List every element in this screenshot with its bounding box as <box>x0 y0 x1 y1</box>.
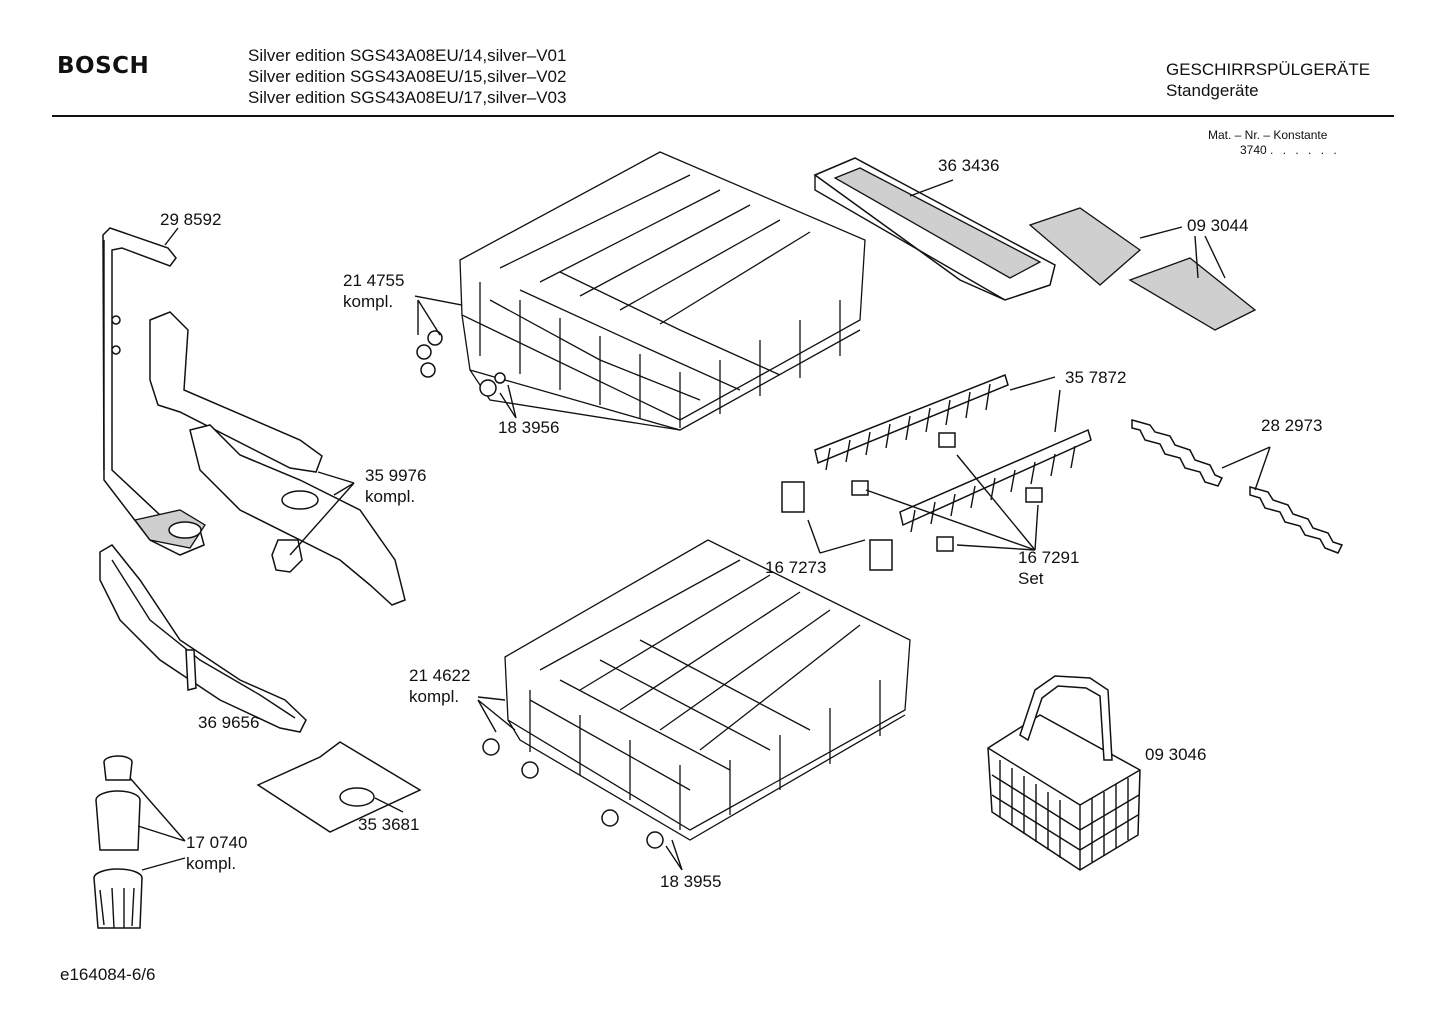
part-number: 21 4755 <box>343 271 405 290</box>
part-number: 17 0740 <box>186 833 248 852</box>
category-block: GESCHIRRSPÜLGERÄTE Standgeräte <box>1166 59 1370 101</box>
model-line: Silver edition SGS43A08EU/15,silver–V02 <box>248 67 567 86</box>
part-label: 09 3044 <box>1187 215 1248 236</box>
part-number: 16 7291 <box>1018 548 1080 567</box>
part-label: 16 7273 <box>765 557 826 578</box>
part-note: kompl. <box>409 687 460 706</box>
lower-spray-arm-drawing <box>99 544 307 733</box>
part-label: 35 3681 <box>358 814 419 835</box>
brand-logo: BOSCH <box>57 53 150 79</box>
step-rack-drawing <box>1131 419 1344 554</box>
part-label: 35 7872 <box>1065 367 1126 388</box>
filter-assembly-drawing <box>93 755 143 929</box>
part-label: 21 4755 kompl. <box>343 270 404 312</box>
cutlery-basket-drawing <box>987 675 1141 871</box>
part-number: 29 8592 <box>160 210 222 229</box>
part-number: 28 2973 <box>1261 416 1323 435</box>
part-note: kompl. <box>365 487 416 506</box>
category-title: GESCHIRRSPÜLGERÄTE <box>1166 60 1371 79</box>
part-note: kompl. <box>186 854 237 873</box>
upper-basket-drawing <box>416 151 866 431</box>
part-label: 36 3436 <box>938 155 999 176</box>
part-number: 18 3956 <box>498 418 560 437</box>
leader-lines <box>129 179 1271 871</box>
lower-basket-drawing <box>482 539 911 849</box>
part-label: 28 2973 <box>1261 415 1322 436</box>
part-number: 36 9656 <box>198 713 260 732</box>
filter-plate-drawing <box>256 741 422 833</box>
part-label: 17 0740 kompl. <box>186 832 247 874</box>
part-label: 18 3955 <box>660 871 721 892</box>
part-number: 35 9976 <box>365 466 427 485</box>
spray-supply-pipe-drawing <box>102 227 206 556</box>
material-constant-title: Mat. – Nr. – Konstante <box>1208 128 1328 142</box>
drawing-id: e164084-6/6 <box>60 965 156 984</box>
header-divider <box>52 115 1394 117</box>
spike-rows-drawing <box>814 374 1092 533</box>
model-list: Silver edition SGS43A08EU/14,silver–V01 … <box>248 45 566 108</box>
part-label: 21 4622 kompl. <box>409 665 470 707</box>
material-constant-value: 3740 <box>1240 143 1267 157</box>
part-note: Set <box>1018 569 1044 588</box>
model-line: Silver edition SGS43A08EU/14,silver–V01 <box>248 46 567 65</box>
part-number: 35 7872 <box>1065 368 1127 387</box>
part-number: 36 3436 <box>938 156 1000 175</box>
model-line: Silver edition SGS43A08EU/17,silver–V03 <box>248 88 567 107</box>
category-subtitle: Standgeräte <box>1166 81 1259 100</box>
upper-spray-arm-drawing <box>149 311 406 606</box>
material-constant-dots: . . . . . . <box>1270 143 1340 157</box>
part-number: 21 4622 <box>409 666 471 685</box>
part-number: 09 3046 <box>1145 745 1207 764</box>
part-note: kompl. <box>343 292 394 311</box>
part-number: 18 3955 <box>660 872 722 891</box>
part-number: 09 3044 <box>1187 216 1249 235</box>
part-label: 09 3046 <box>1145 744 1206 765</box>
part-label: 16 7291 Set <box>1018 547 1079 589</box>
part-label: 18 3956 <box>498 417 559 438</box>
material-constant-value-row: 3740 . . . . . . <box>1208 143 1340 158</box>
part-number: 16 7273 <box>765 558 827 577</box>
material-constant: Mat. – Nr. – Konstante 3740 . . . . . . <box>1208 128 1340 158</box>
cup-shelf-drawing <box>813 157 1056 301</box>
part-label: 35 9976 kompl. <box>365 465 426 507</box>
tine-rack-drawing <box>1028 207 1257 331</box>
clips-drawing <box>781 432 1043 571</box>
part-label: 29 8592 <box>160 209 221 230</box>
part-label: 36 9656 <box>198 712 259 733</box>
part-number: 35 3681 <box>358 815 420 834</box>
